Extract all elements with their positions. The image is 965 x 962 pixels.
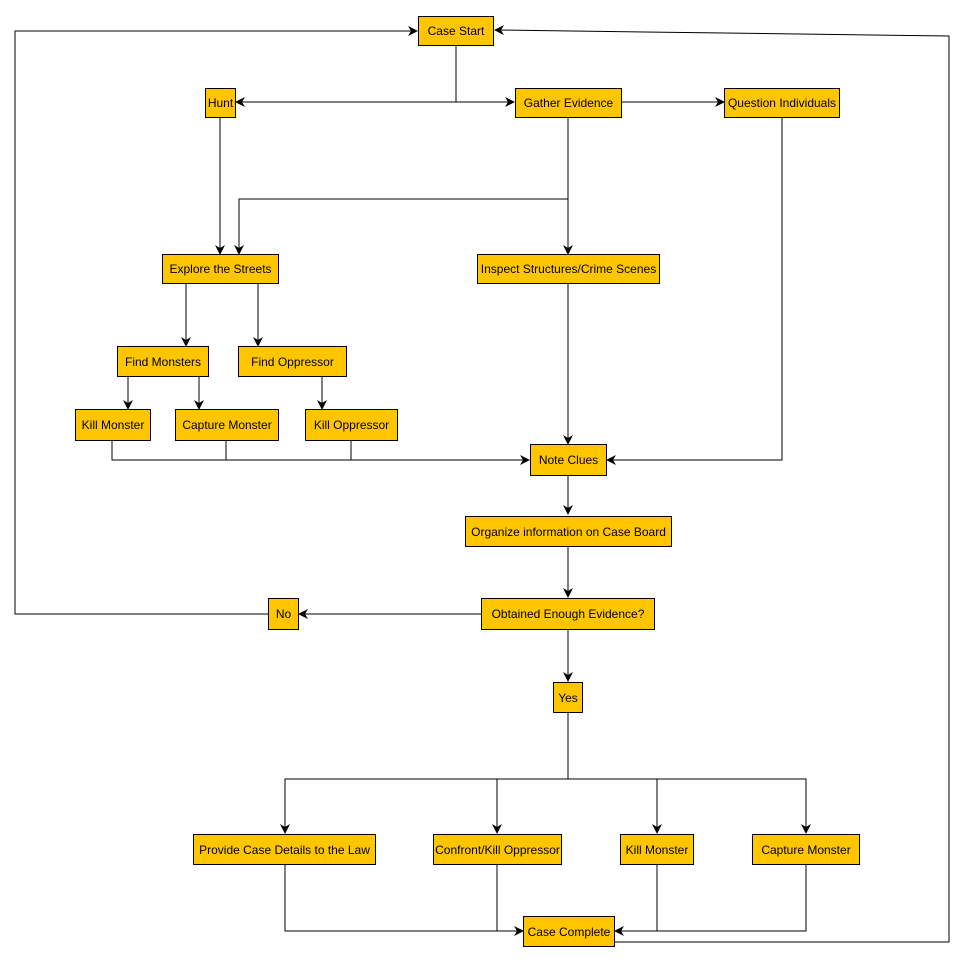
node-obtained-evidence: Obtained Enough Evidence? <box>481 598 655 630</box>
node-note-clues: Note Clues <box>530 444 607 476</box>
edge-gather-to-explore <box>234 198 568 255</box>
node-no: No <box>268 598 299 630</box>
node-case-complete: Case Complete <box>523 916 615 947</box>
node-case-start: Case Start <box>418 16 494 46</box>
node-kill-oppressor: Kill Oppressor <box>305 409 398 441</box>
node-question-individuals: Question Individuals <box>724 88 840 118</box>
node-gather-evidence: Gather Evidence <box>515 88 622 118</box>
edge-question-to-note-clues <box>606 118 783 465</box>
node-inspect-structures: Inspect Structures/Crime Scenes <box>477 254 660 284</box>
node-confront-oppressor: Confront/Kill Oppressor <box>433 834 562 865</box>
node-explore-streets: Explore the Streets <box>162 254 279 284</box>
node-hunt: Hunt <box>205 88 236 118</box>
node-provide-details: Provide Case Details to the Law <box>193 834 376 865</box>
edge-kills-to-note-clues <box>111 441 530 465</box>
node-capture-monster-2: Capture Monster <box>752 834 860 865</box>
node-find-oppressor: Find Oppressor <box>238 346 347 377</box>
edge-yes-to-capture <box>657 778 811 834</box>
edge-provide-to-complete <box>284 865 524 936</box>
edge-yes-to-kill-monster <box>568 778 662 834</box>
node-find-monsters: Find Monsters <box>117 346 209 377</box>
edge-no-to-start <box>14 26 418 615</box>
node-capture-monster-1: Capture Monster <box>175 409 279 441</box>
edge-complete-to-start <box>494 25 950 943</box>
edge-yes-to-provide <box>280 778 568 834</box>
node-yes: Yes <box>553 682 583 713</box>
node-kill-monster-2: Kill Monster <box>620 834 694 865</box>
node-organize-info: Organize information on Case Board <box>465 516 672 547</box>
edge-capture-to-complete <box>614 865 807 936</box>
node-kill-monster-1: Kill Monster <box>75 409 151 441</box>
